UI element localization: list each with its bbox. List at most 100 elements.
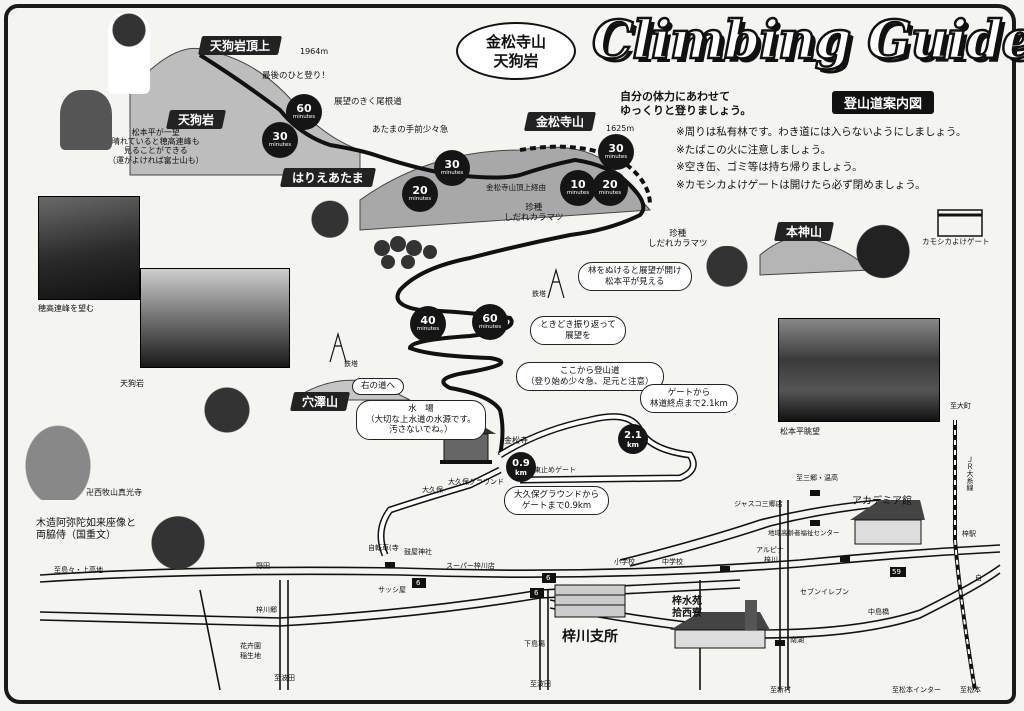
kinshoji-elevation: 1625m [606, 124, 635, 133]
title-line-1: 金松寺山 [485, 33, 546, 51]
place-azusagawa-tenno: 梓川郷 [256, 606, 277, 614]
place-sasshi: サッシ屋 [378, 586, 406, 594]
note-tenguiwa-view: 松本平が一望晴れていると穂高連峰も 見ることができる（運がよければ富士山も） [108, 128, 204, 165]
bubble-forest-exit: 林をぬけると展望が開け松本平が見える [578, 262, 692, 292]
hiker-character-2 [302, 200, 358, 328]
place-branch-office: 梓川支所 [562, 629, 618, 645]
map-frame [4, 4, 1016, 704]
place-to-matsumoto-ic: 至松本インター [892, 686, 941, 694]
place-to-hadano: 至波田 [274, 674, 295, 682]
note-view-ridge: 展望のきく尾根道 [334, 97, 402, 107]
place-to-shinmura: 至新村 [770, 686, 791, 694]
climbing-guide-title: Climbing Guide [591, 9, 1024, 73]
tenguiwa-mountain [129, 47, 361, 176]
zuisuien-icon [670, 600, 770, 649]
hiker-character-1 [108, 12, 150, 94]
peak-tag-harie-atama: はりえあたま [279, 168, 376, 187]
place-to-matsumoto: 至松本 [960, 686, 981, 694]
tree-cluster [374, 236, 437, 269]
place-kinshoji: 金松寺 [504, 436, 528, 445]
intro-line-2: ゆっくりと登りましょう。 [620, 104, 752, 117]
notes-list: ※周りは私有林です。わき道には入らないようにしましょう。 ※たばこの火に注意しま… [676, 124, 966, 194]
note-rare-larch-1: 珍種しだれカラマツ [504, 203, 564, 223]
route-59-label: 59 [892, 568, 901, 576]
summit-dashed-trail [519, 144, 652, 206]
place-shirobashi: 白 [975, 574, 982, 582]
bubble-water: 水 場（大切な上水道の水源です。汚さないでね。） [356, 400, 486, 440]
place-elementary: 小学校 [614, 558, 635, 566]
peak-tag-tenguiwa-summit: 天狗岩頂上 [197, 36, 283, 55]
place-noda: 野田 [256, 562, 270, 570]
route-6-label: 6 [546, 574, 551, 582]
route-6-label: 6 [534, 589, 539, 597]
traffic-signal-icons [385, 490, 850, 646]
note-rare-larch-2: 珍種しだれカラマツ [648, 229, 708, 249]
place-community-center: 地域高齢者福祉センター [768, 529, 840, 537]
place-shimo-yokota: 下島場 [524, 640, 545, 648]
place-nakashima: 中島橋 [868, 608, 889, 616]
place-zuisuien: 梓水苑 [672, 596, 702, 607]
caption-tenguiwa: 天狗岩 [120, 379, 144, 388]
place-to-sagae: 至島々・上高地 [54, 566, 103, 574]
hiker-character-5 [132, 514, 224, 694]
place-junior-high: 中学校 [662, 558, 683, 566]
note-last-climb: 最後のひと登り！ [262, 71, 330, 81]
academia-hall-icon [850, 500, 925, 545]
intro-line-1: 自分の体力にあわせて [620, 90, 730, 103]
place-to-sanjo: 至三郷・温高 [796, 474, 838, 482]
note-item: ※カモシカよけゲートは開けたら必ず閉めましょう。 [676, 178, 926, 191]
note-steep-ahead: あたまの手前少々急 [372, 125, 449, 135]
note-item: ※周りは私有林です。わき道には入らないようにしましょう。 [676, 126, 967, 138]
place-albit: アルピナ [756, 546, 784, 554]
peak-tag-honjin-yama: 本神山 [773, 222, 835, 241]
place-okubo-ground: 大久保グラウンド [448, 478, 504, 486]
route-shields [412, 567, 906, 598]
kamoshika-gate-label: カモシカよけゲート [922, 237, 990, 246]
photo-hotaka [38, 196, 140, 300]
place-jirakuji: 自転車(寺 [368, 544, 399, 552]
access-road [379, 468, 501, 556]
branch-office-icon [554, 584, 626, 618]
place-minamibashi: 南湖 [790, 636, 804, 644]
hiker-character-4 [200, 384, 308, 488]
place-azusagawa: 梓川 [764, 556, 778, 564]
hiking-trail [198, 53, 646, 456]
jr-railway [953, 420, 977, 691]
place-kenyukan: 拾西寮 [672, 608, 702, 619]
place-kyushu: 稲生地 [240, 652, 261, 660]
place-flower-market: 花卉園 [240, 642, 261, 650]
place-to-omachi: 至大町 [950, 402, 971, 410]
caption-hotaka: 穂高連峰を望む [38, 304, 94, 313]
place-jasco: ジャスコ三郷店 [734, 500, 783, 508]
intro-text: 自分の体力にあわせて ゆっくりと登りましょう。 [620, 90, 751, 118]
peak-tag-kinshoji-san: 金松寺山 [523, 112, 597, 131]
photo-tenguiwa [140, 268, 290, 368]
tenguiwa-elevation: 1964m [300, 47, 329, 56]
place-azusa-station: 梓駅 [962, 530, 976, 538]
place-to-hadano-2: 至波田 [530, 680, 551, 688]
place-jr-line: ＪＲ大糸線 [966, 456, 975, 491]
buddha-statue-illustration [16, 414, 100, 500]
caption-matsumoto: 松本平眺望 [780, 427, 820, 436]
bubble-look-back: ときどき振り返って展望を [530, 316, 626, 346]
bubble-gate: ゲートから林道終点まで2.1km [640, 384, 738, 414]
bubble-okubo-ground: 大久保グラウンドからゲートまで0.9km [504, 486, 610, 516]
subtitle-badge: 登山道案内図 [832, 91, 935, 114]
place-steel-tower-1: 鉄塔 [532, 290, 546, 298]
title-line-2: 天狗岩 [493, 52, 539, 70]
kamoshika-gate-icon [937, 209, 983, 237]
photo-matsumoto [778, 318, 940, 422]
note-item: ※たばこの火に注意しましょう。 [676, 143, 832, 156]
place-manzai-temple: 卍西牧山真光寺 [86, 488, 142, 497]
place-ikeda-shrine: 鼓屋神社 [404, 548, 432, 556]
place-higashi-gate: 東止めゲート [534, 466, 576, 474]
